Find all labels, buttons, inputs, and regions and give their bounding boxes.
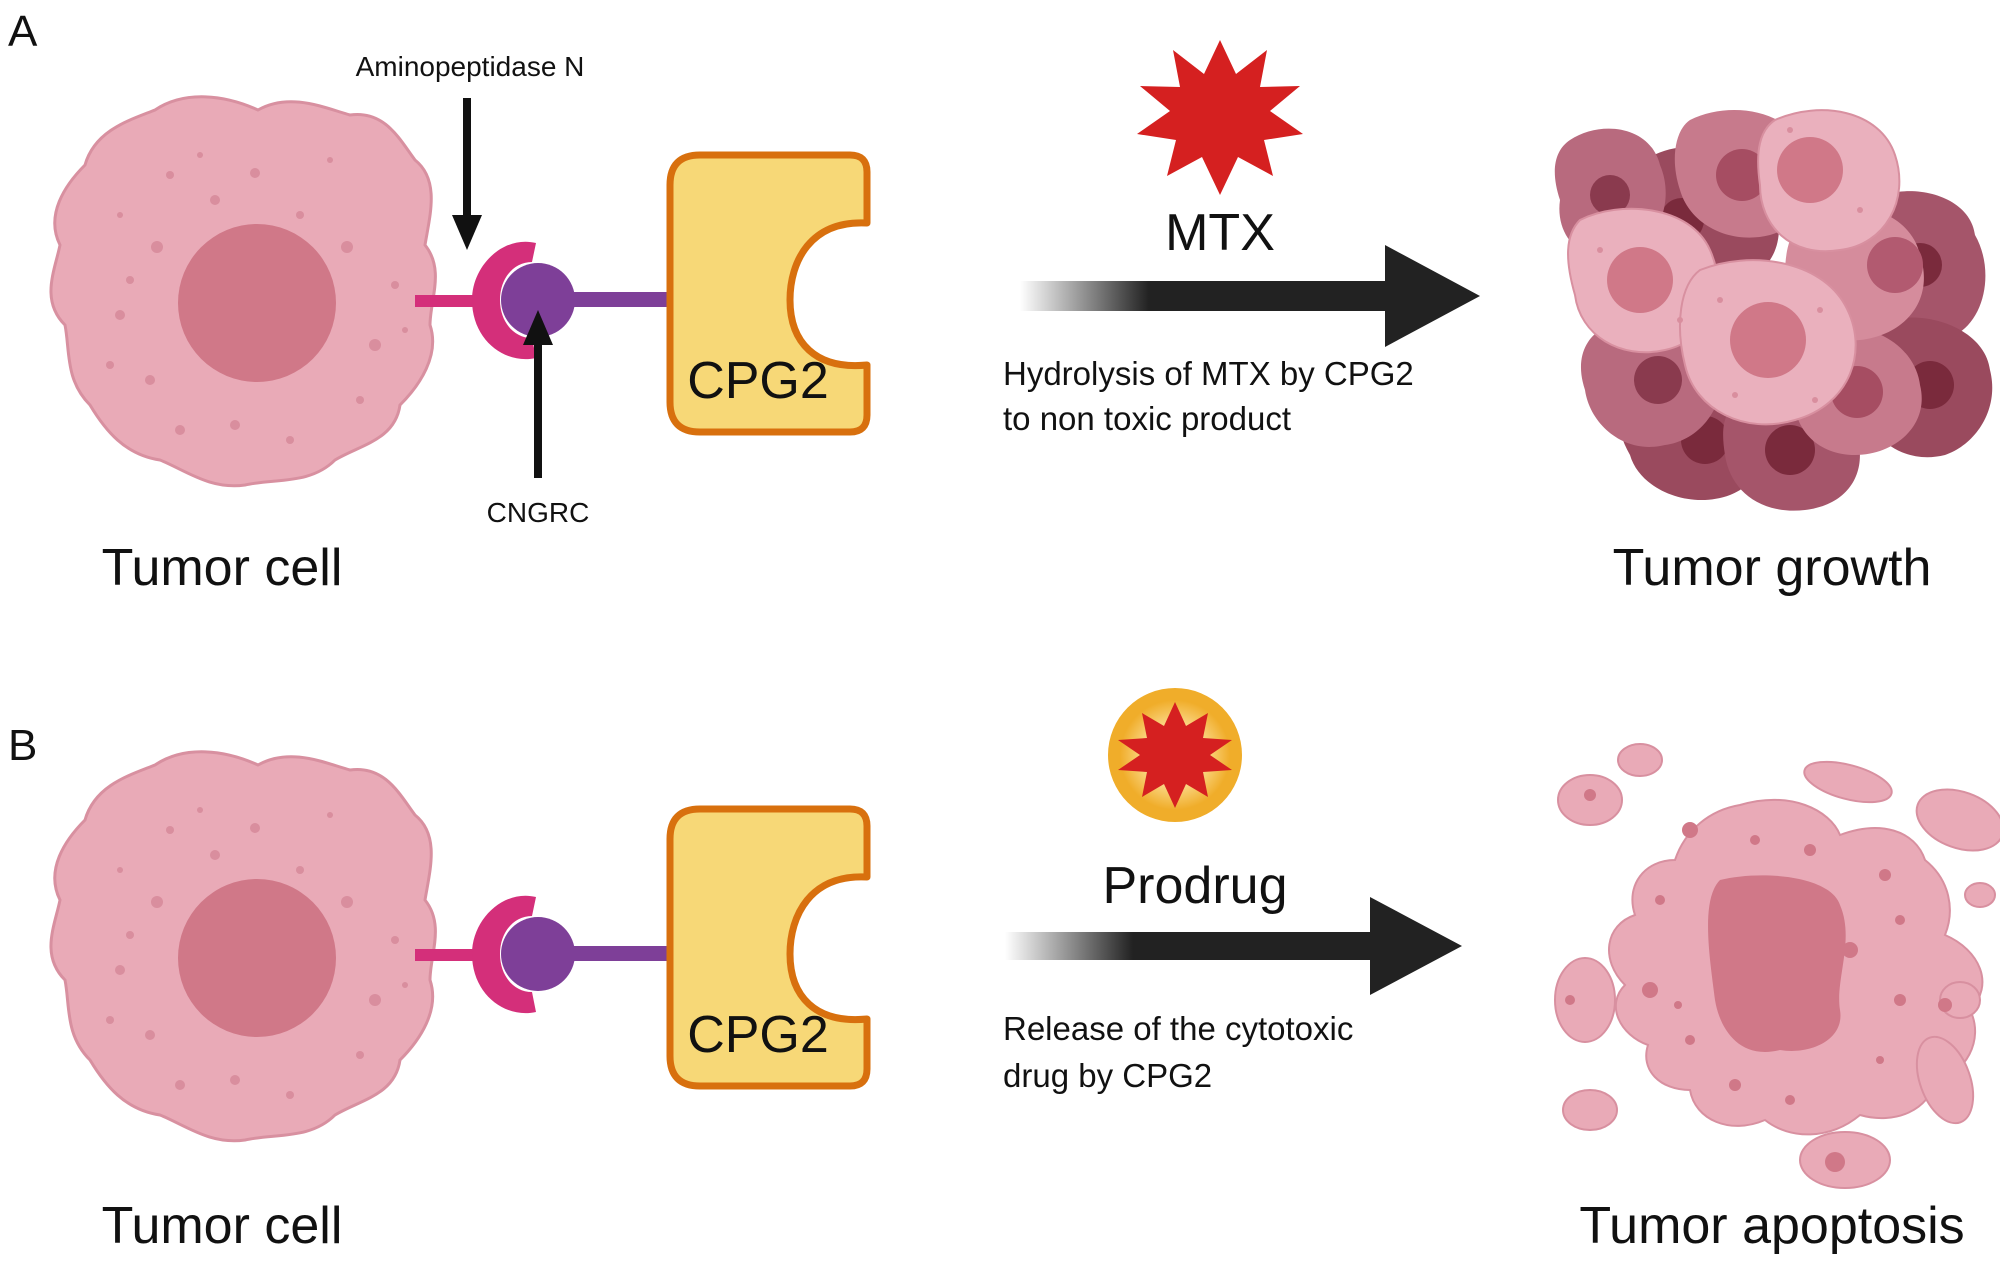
panel-b-letter: B (8, 721, 37, 770)
tumor-cell-a-label: Tumor cell (102, 539, 343, 597)
tumor-cell-a (49, 95, 437, 488)
tumor-growth-label: Tumor growth (1613, 539, 1932, 597)
conjugate-b: CPG2 (415, 805, 871, 1090)
prodrug-label: Prodrug (1103, 857, 1288, 915)
tumor-apoptosis-label: Tumor apoptosis (1579, 1197, 1964, 1255)
aminopeptidase-n-receptor (472, 895, 536, 1014)
aminopeptidase-n-receptor (472, 241, 536, 360)
caption-a-line2: to non toxic product (1003, 400, 1291, 437)
aminopeptidase-n-label: Aminopeptidase N (356, 51, 585, 82)
cpg2-label: CPG2 (687, 1006, 829, 1064)
cngrc-peptide (501, 917, 575, 991)
arrow-b (1005, 897, 1462, 995)
caption-b-line2: drug by CPG2 (1003, 1057, 1212, 1094)
apoptotic-granules (1565, 789, 1952, 1172)
membrane-stalk (415, 295, 487, 307)
mtx-label: MTX (1165, 204, 1275, 262)
cytoplasm-granules (106, 807, 408, 1099)
linker (570, 292, 670, 307)
conjugate-a: CPG2 (415, 151, 871, 436)
cytoplasm-granules (106, 152, 408, 444)
tumor-cell-b (49, 750, 437, 1143)
cpg2-label: CPG2 (687, 352, 829, 410)
membrane-stalk (415, 949, 487, 961)
cngrc-label: CNGRC (487, 497, 590, 528)
panel-a-letter: A (8, 7, 38, 56)
cpg2-enzyme (666, 805, 871, 1090)
arrow-a (1020, 245, 1480, 347)
receptor-pointer: Aminopeptidase N (356, 51, 585, 250)
cpg2-enzyme (666, 151, 871, 436)
panel-b: B CPG2 (8, 688, 2000, 1255)
tumor-cell-nucleus (178, 224, 336, 382)
panel-a: A CPG2 Aminopeptida (8, 7, 1993, 597)
caption-b-line1: Release of the cytotoxic (1003, 1010, 1353, 1047)
apoptosis-nucleus (1708, 875, 1846, 1052)
mtx-star-icon (1137, 40, 1303, 195)
tumor-growth-cluster (1554, 109, 1993, 511)
peptide-pointer: CNGRC (487, 310, 590, 528)
cngrc-peptide (501, 263, 575, 337)
prodrug-capsule-icon (1108, 688, 1242, 822)
tumor-cell-b-label: Tumor cell (102, 1197, 343, 1255)
caption-a-line1: Hydrolysis of MTX by CPG2 (1003, 355, 1414, 392)
tumor-cell-nucleus (178, 879, 336, 1037)
linker (570, 946, 670, 961)
